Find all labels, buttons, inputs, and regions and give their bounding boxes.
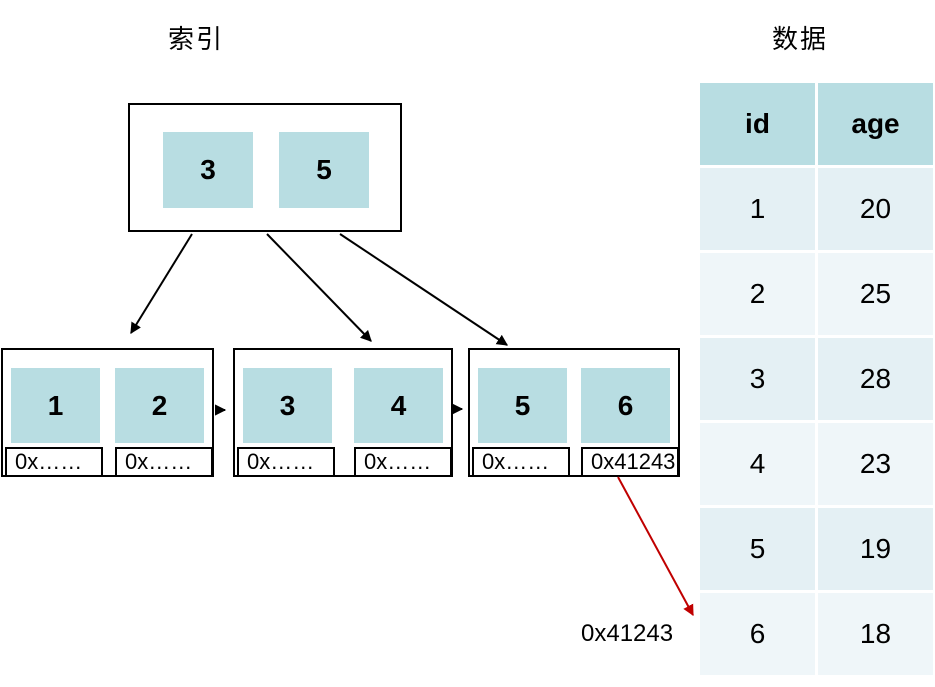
- root-key-cell: 5: [279, 132, 369, 208]
- data-table: id age 1 20 2 25 3 28 4 23 5 19 6 18: [700, 83, 933, 675]
- pointer-box-highlighted: 0x41243: [581, 447, 679, 477]
- index-section-title: 索引: [168, 24, 225, 54]
- root-index-node: 3 5: [128, 103, 402, 232]
- table-cell: 3: [700, 338, 815, 420]
- table-cell: 20: [818, 168, 933, 250]
- table-cell: 6: [700, 593, 815, 675]
- table-cell: 5: [700, 508, 815, 590]
- table-cell: 2: [700, 253, 815, 335]
- arrow-root-to-leaf3: [339, 233, 508, 346]
- table-cell: 18: [818, 593, 933, 675]
- leaf-key-cell: 3: [243, 368, 332, 443]
- pointer-box: 0x……: [5, 447, 103, 477]
- arrow-pointer-to-data-row6: [617, 476, 694, 617]
- pointer-box: 0x……: [237, 447, 335, 477]
- pointer-box: 0x……: [472, 447, 570, 477]
- pointer-address-label: 0x41243: [581, 620, 674, 647]
- leaf-node-1: 1 2 0x…… 0x……: [1, 348, 214, 477]
- table-cell: 19: [818, 508, 933, 590]
- arrow-root-to-leaf2: [266, 233, 372, 342]
- arrow-root-to-leaf1: [130, 233, 193, 335]
- root-key-cell: 3: [163, 132, 253, 208]
- table-cell: 28: [818, 338, 933, 420]
- table-cell: 1: [700, 168, 815, 250]
- table-header-age: age: [818, 83, 933, 165]
- table-cell: 4: [700, 423, 815, 505]
- leaf-node-3: 5 6 0x…… 0x41243: [468, 348, 680, 477]
- table-cell: 25: [818, 253, 933, 335]
- table-header-id: id: [700, 83, 815, 165]
- pointer-box: 0x……: [354, 447, 452, 477]
- leaf-key-cell: 2: [115, 368, 204, 443]
- data-section-title: 数据: [772, 24, 829, 54]
- leaf-key-cell: 5: [478, 368, 567, 443]
- leaf-key-cell: 4: [354, 368, 443, 443]
- table-cell: 23: [818, 423, 933, 505]
- leaf-key-cell: 6: [581, 368, 670, 443]
- pointer-box: 0x……: [115, 447, 213, 477]
- leaf-key-cell: 1: [11, 368, 100, 443]
- leaf-node-2: 3 4 0x…… 0x……: [233, 348, 453, 477]
